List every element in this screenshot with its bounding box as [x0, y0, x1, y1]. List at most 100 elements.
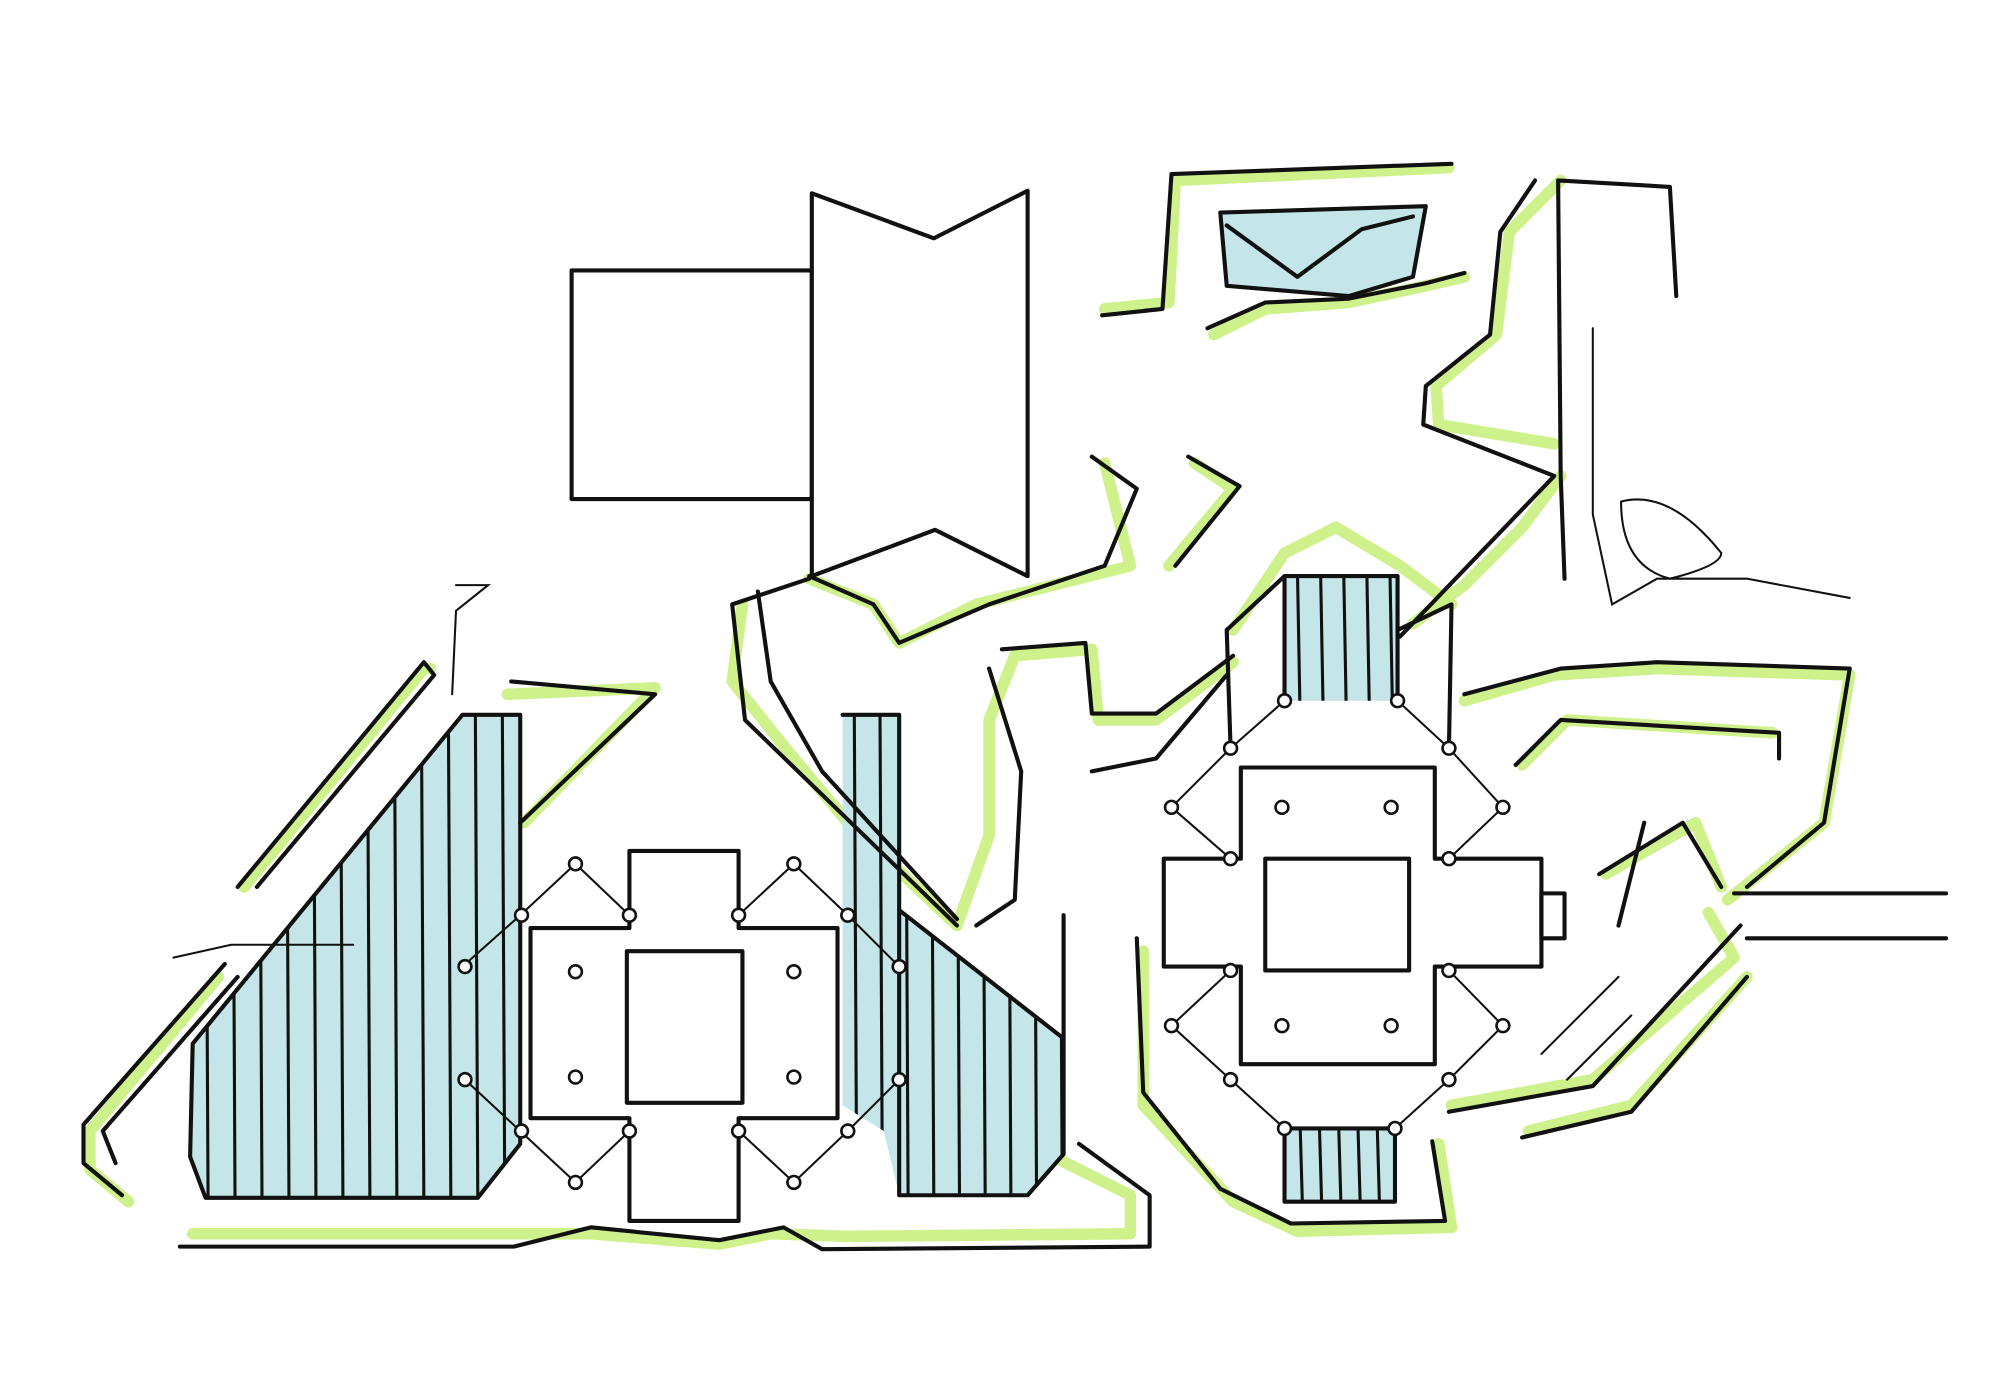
hatch-line: [446, 714, 453, 1198]
diagonal-west: [509, 679, 658, 825]
contour-green: [1445, 906, 1740, 1112]
hatch-line: [1318, 576, 1325, 701]
contour-green: [726, 598, 1239, 932]
column-dot: [1383, 799, 1399, 816]
pavilion-east-core: [1263, 856, 1412, 973]
pavilion-west: [528, 848, 840, 1223]
column-dot: [1383, 1017, 1399, 1034]
column-dot: [786, 1069, 802, 1085]
contour-ink: [1100, 161, 1454, 318]
column-dot: [621, 1123, 638, 1139]
folded-tower: [809, 188, 1030, 579]
hatch-line: [1356, 1128, 1362, 1202]
column-dot: [730, 1123, 747, 1139]
contour-ink: [235, 660, 437, 890]
roof-opening-outline: [1218, 204, 1428, 299]
hatch-line: [878, 714, 885, 1196]
column-dot: [567, 1069, 584, 1085]
contour-ink: [807, 454, 1139, 645]
path-thin: [172, 584, 1633, 1081]
pavilion-east-porch: [1539, 891, 1567, 941]
contour-ink: [1398, 178, 1679, 639]
hatch-line: [500, 714, 507, 1198]
column-dot: [567, 1174, 584, 1191]
column-dot: [457, 958, 473, 975]
column-dot: [891, 958, 907, 975]
roof-opening: [1220, 206, 1426, 297]
hatch-line: [1317, 1128, 1324, 1202]
hatch-line: [1336, 1128, 1343, 1202]
column-dot: [567, 964, 584, 980]
column-dot: [1163, 1017, 1180, 1034]
column-dot: [1495, 799, 1511, 816]
hatch-area-middle: [842, 714, 1064, 1196]
column-dot: [621, 907, 638, 923]
contour-green: [1227, 521, 1458, 636]
contour-ink: [1173, 454, 1242, 568]
road-line: [1591, 327, 1851, 606]
column-dot: [457, 1071, 473, 1088]
hatch-line: [1295, 576, 1302, 701]
column-dot: [1163, 799, 1180, 816]
entry-road: [1732, 891, 1949, 941]
hatch-line: [1342, 576, 1348, 701]
column-dot: [513, 1123, 530, 1139]
contour-green: [1163, 457, 1239, 572]
contour-ink: [1513, 717, 1782, 767]
contour-ink: [974, 640, 1236, 928]
contour-ink: [81, 961, 240, 1198]
stair-south-outline: [1282, 1126, 1398, 1204]
stair-north-outline: [1224, 574, 1454, 751]
column-dot: [786, 856, 802, 872]
column-dot: [1276, 692, 1293, 709]
contour-green: [1430, 174, 1567, 450]
hatch-line: [473, 714, 480, 1198]
outline-middle: [730, 576, 1066, 1198]
column-dot: [1441, 962, 1457, 979]
column-dot: [840, 907, 856, 923]
pavilion-west-core: [624, 949, 745, 1105]
column-dot: [1222, 962, 1239, 979]
column-dot: [1274, 1017, 1290, 1034]
hatch-area-west: [190, 714, 521, 1198]
column-dot: [1222, 1071, 1239, 1088]
column-dot: [1276, 1120, 1293, 1137]
column-dot: [1222, 850, 1239, 867]
column-dot: [1441, 850, 1457, 867]
contour-ink: [1597, 820, 1724, 928]
column-markers: [457, 692, 1511, 1191]
column-dot: [730, 907, 747, 923]
column-dot: [1441, 1071, 1457, 1088]
column-dot: [891, 1071, 907, 1088]
column-dot: [1495, 1017, 1511, 1034]
pond: [1620, 498, 1723, 580]
column-dot: [786, 964, 802, 980]
stair-north: [1284, 576, 1398, 701]
contour-green: [1208, 271, 1471, 341]
ink-linework: [81, 161, 1949, 1252]
column-dot: [1387, 1120, 1403, 1137]
hatch-line: [1388, 576, 1394, 701]
outline-middle-diag: [897, 908, 1066, 1041]
column-dot: [567, 856, 584, 872]
column-dot: [1441, 740, 1457, 756]
hatch-line: [1365, 576, 1371, 701]
square-block: [569, 268, 814, 502]
contour-green: [1407, 470, 1567, 630]
hatch-line: [1375, 1128, 1382, 1202]
contour-ink: [755, 589, 960, 922]
column-dot: [840, 1123, 856, 1139]
contour-ink: [1134, 936, 1448, 1226]
column-dot: [1389, 692, 1406, 709]
column-dot: [1222, 740, 1239, 756]
contour-ink: [1446, 923, 1750, 1140]
outline-west: [188, 712, 523, 1200]
hatch-line: [1298, 1128, 1305, 1202]
contour-green: [1098, 161, 1455, 315]
hatch-line: [419, 714, 426, 1198]
contour-green: [186, 1150, 1137, 1250]
contour-ink: [177, 1141, 1152, 1252]
contour-green: [501, 682, 661, 829]
column-dot: [786, 1174, 802, 1191]
